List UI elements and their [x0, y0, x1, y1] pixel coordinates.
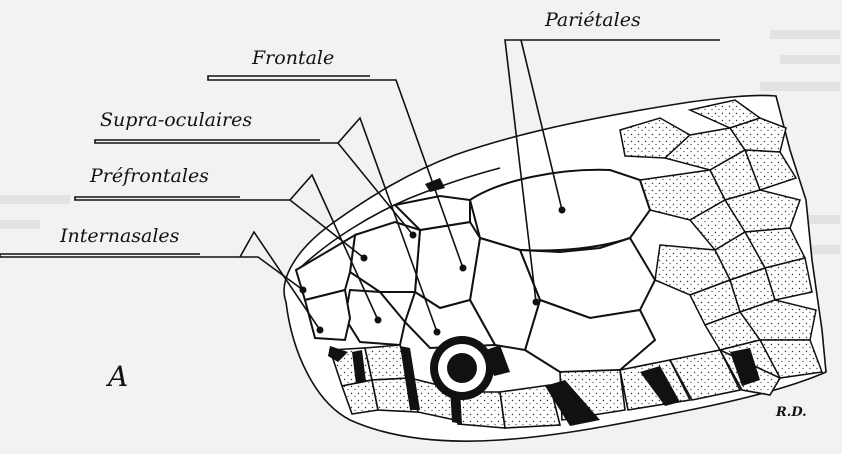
label-prefrontales: Préfrontales: [89, 165, 209, 187]
eye: [430, 336, 494, 400]
snake-head: [284, 95, 826, 441]
illustrator-signature: R.D.: [775, 405, 807, 420]
label-internasales: Internasales: [59, 225, 180, 247]
label-frontale: Frontale: [251, 47, 334, 69]
label-supra-oculaires: Supra-oculaires: [100, 109, 252, 131]
frontal-plate: [415, 222, 480, 308]
panel-letter: A: [105, 360, 128, 393]
label-parietales: Pariétales: [544, 9, 641, 31]
